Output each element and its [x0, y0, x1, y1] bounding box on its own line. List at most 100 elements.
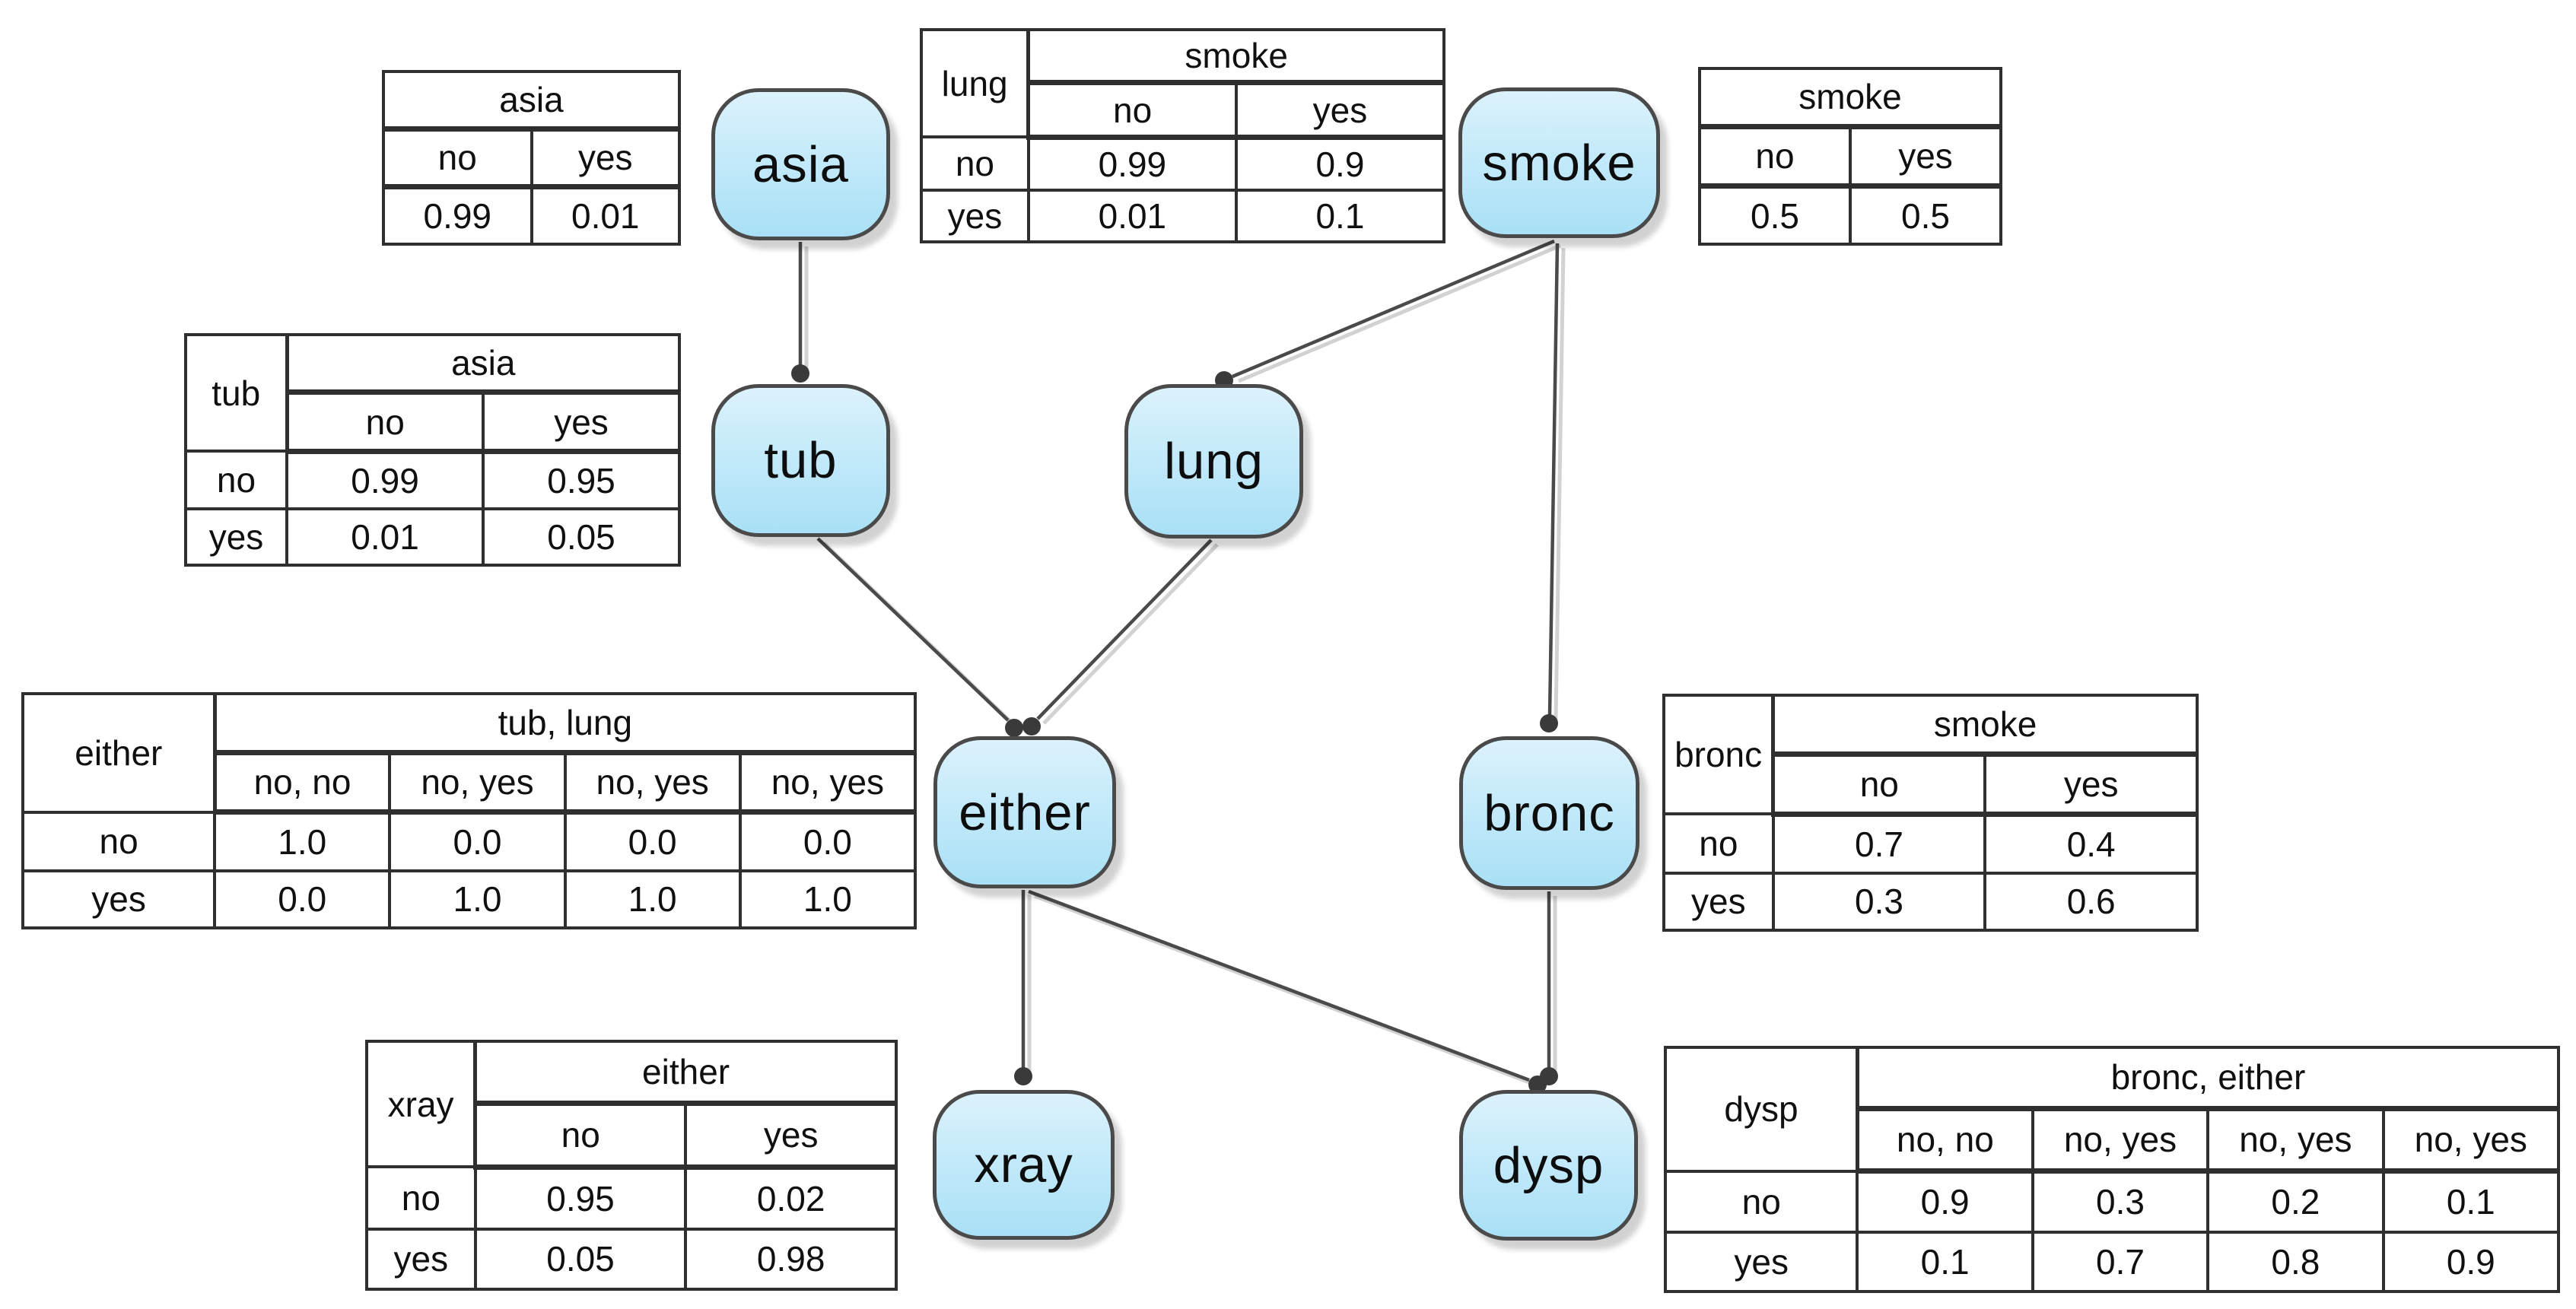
cpt-probability-value: 0.5: [1698, 184, 1852, 246]
cpt-column-header: no, yes: [2206, 1107, 2385, 1174]
node-lung: lung: [1124, 384, 1303, 539]
cpt-parent-header: tub, lung: [213, 692, 917, 755]
node-dysp: dysp: [1459, 1090, 1638, 1241]
arrowhead-dot-bronc-dysp: [1540, 1067, 1558, 1085]
cpt-probability-value: 0.99: [382, 185, 533, 246]
cpt-column-header: no: [473, 1101, 688, 1170]
cpt-child-label: lung: [920, 27, 1031, 139]
cpt-probability-value: 0.0: [213, 869, 392, 930]
cpt-probability-value: 0.95: [473, 1165, 688, 1231]
cpt-parent-header: asia: [382, 69, 681, 132]
edge-shadow-either-dysp: [1034, 894, 1536, 1087]
arrowhead-dot-asia-tub: [791, 364, 809, 383]
node-xray: xray: [933, 1090, 1115, 1240]
cpt-row-label: yes: [183, 507, 289, 567]
cpt-probability-value: 0.99: [285, 450, 485, 511]
cpt-probability-value: 0.02: [684, 1165, 898, 1231]
cpt-row-label: no: [365, 1165, 477, 1231]
cpt-probability-value: 0.5: [1849, 184, 2002, 246]
cpt-probability-value: 0.7: [2031, 1230, 2210, 1294]
node-tub: tub: [711, 384, 890, 537]
node-asia: asia: [711, 88, 890, 240]
cpt-probability-value: 0.05: [482, 507, 681, 567]
cpt-row-label: no: [920, 135, 1030, 192]
cpt-column-header: yes: [482, 390, 681, 454]
cpt-probability-value: 0.01: [285, 507, 485, 567]
cpt-parent-header: smoke: [1026, 28, 1446, 86]
cpt-child-label: either: [21, 692, 217, 814]
node-either-label: either: [959, 783, 1091, 841]
cpt-parent-header: either: [473, 1040, 898, 1106]
cpt-probability-value: 1.0: [388, 869, 567, 930]
cpt-parent-header: smoke: [1771, 693, 2199, 757]
cpt-column-header: yes: [1983, 752, 2199, 817]
cpt-probability-value: 0.1: [1234, 189, 1446, 243]
node-smoke-label: smoke: [1482, 134, 1636, 192]
cpt-probability-value: 0.1: [1856, 1230, 2034, 1294]
cpt-probability-value: 0.6: [1983, 871, 2199, 933]
arrowhead-dot-lung-either: [1022, 717, 1041, 736]
node-asia-label: asia: [752, 135, 849, 193]
edge-tub-either: [816, 537, 1010, 722]
cpt-row-label: yes: [21, 869, 217, 930]
cpt-column-header: no, yes: [563, 751, 742, 815]
cpt-column-header: yes: [1849, 125, 2002, 189]
node-bronc-label: bronc: [1484, 784, 1615, 842]
cpt-column-header: no: [382, 127, 533, 190]
cpt-probability-value: 0.8: [2206, 1230, 2385, 1294]
cpt-parent-header: bronc, either: [1856, 1045, 2560, 1111]
cpt-probability-value: 1.0: [213, 810, 392, 872]
cpt-child-label: xray: [365, 1039, 478, 1169]
cpt-probability-value: 0.3: [2031, 1169, 2210, 1234]
arrowhead-dot-either-xray: [1014, 1067, 1032, 1085]
cpt-probability-value: 0.9: [1856, 1169, 2034, 1234]
cpt-probability-value: 1.0: [738, 869, 918, 930]
cpt-row-label: no: [183, 450, 289, 511]
cpt-column-header: no, yes: [2031, 1107, 2210, 1174]
cpt-child-label: tub: [183, 332, 289, 453]
edge-shadow-smoke-bronc: [1554, 247, 1566, 720]
cpt-probability-value: 0.7: [1771, 812, 1987, 875]
cpt-probability-value: 0.4: [1983, 812, 2199, 875]
cpt-column-header: no, no: [1856, 1107, 2034, 1174]
cpt-probability-value: 0.0: [388, 810, 567, 872]
node-dysp-label: dysp: [1493, 1136, 1604, 1194]
cpt-column-header: no: [1771, 752, 1987, 817]
cpt-row-label: yes: [1663, 1230, 1859, 1294]
node-bronc: bronc: [1459, 736, 1639, 890]
cpt-column-header: no, yes: [388, 751, 567, 815]
cpt-column-header: yes: [530, 127, 681, 190]
edge-smoke-lung: [1232, 239, 1555, 379]
cpt-probability-value: 0.01: [1026, 189, 1238, 243]
cpt-row-label: yes: [365, 1227, 477, 1292]
cpt-column-header: no: [285, 390, 485, 454]
cpt-parent-header: asia: [285, 333, 681, 396]
cpt-column-header: no, yes: [738, 751, 918, 815]
edge-lung-either: [1036, 539, 1213, 720]
cpt-probability-value: 1.0: [563, 869, 742, 930]
cpt-column-header: no: [1698, 125, 1852, 189]
cpt-column-header: no, no: [213, 751, 392, 815]
cpt-probability-value: 0.95: [482, 450, 681, 511]
cpt-parent-header: smoke: [1698, 66, 2002, 129]
cpt-row-label: yes: [920, 189, 1030, 243]
cpt-column-header: no: [1026, 81, 1238, 140]
cpt-probability-value: 0.9: [1234, 135, 1446, 192]
cpt-probability-value: 0.01: [530, 185, 681, 246]
